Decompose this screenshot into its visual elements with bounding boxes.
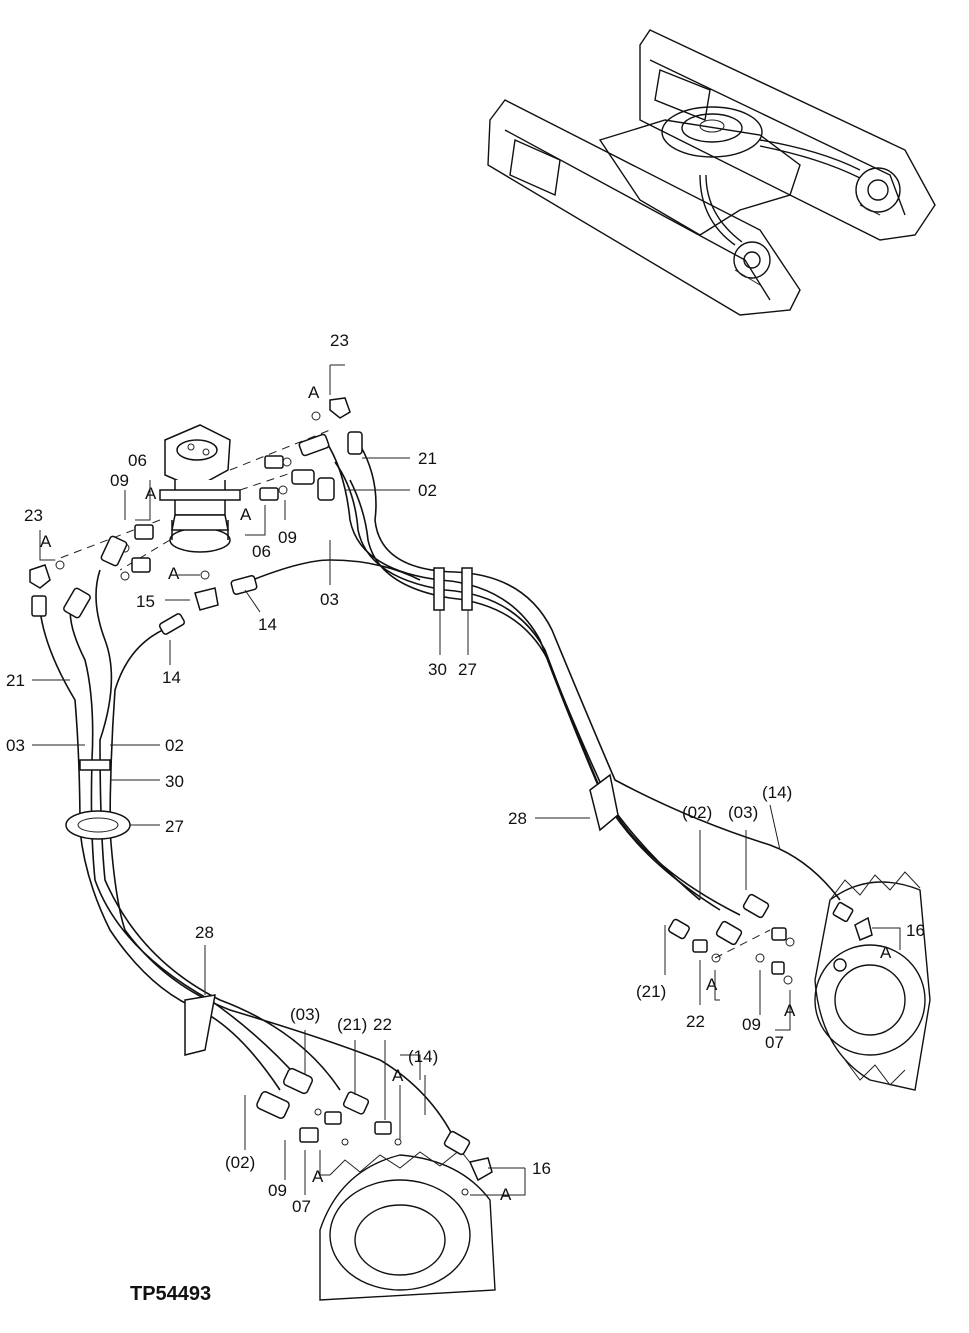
callout-a-l16: A (500, 1185, 512, 1204)
callout-27-left: 27 (165, 817, 184, 836)
grommet-27-left (65, 810, 131, 840)
drawing-reference: TP54493 (130, 1283, 211, 1305)
callout-23-top: 23 (330, 331, 349, 350)
callout-07-right: 07 (765, 1033, 784, 1052)
center-swivel-joint (159, 424, 241, 553)
callout-l03: (03) (290, 1005, 320, 1024)
callout-a-15: A (168, 564, 180, 583)
callout-03-left: 03 (6, 736, 25, 755)
callout-02-top: 02 (418, 481, 437, 500)
clamp-27-top (461, 567, 473, 611)
left-travel-motor (256, 1067, 496, 1301)
callout-a-swivel-left: A (145, 484, 157, 503)
callout-r03: (03) (728, 803, 758, 822)
callout-21-top: 21 (418, 449, 437, 468)
callout-09-right: 09 (742, 1015, 761, 1034)
callout-02-left: 02 (165, 736, 184, 755)
callout-28-right: 28 (508, 809, 527, 828)
right-travel-motor (668, 871, 931, 1091)
callout-14-b: 14 (162, 668, 181, 687)
callout-14-a: 14 (258, 615, 277, 634)
callout-l22: 22 (373, 1015, 392, 1034)
callout-15: 15 (136, 592, 155, 611)
callout-27-top: 27 (458, 660, 477, 679)
callout-30-top: 30 (428, 660, 447, 679)
callout-a-top: A (308, 383, 320, 402)
callout-06-b: 06 (252, 542, 271, 561)
callout-r21: (21) (636, 982, 666, 1001)
callout-03-top: 03 (320, 590, 339, 609)
swivel-fittings (29, 397, 363, 635)
callout-16-right: 16 (906, 921, 925, 940)
callout-09-a: 09 (110, 471, 129, 490)
callout-a-right-16: A (880, 943, 892, 962)
callout-a-right-07: A (784, 1001, 796, 1020)
callout-30-left: 30 (165, 772, 184, 791)
callout-l14: (14) (408, 1047, 438, 1066)
clamp-30-left (79, 759, 111, 771)
callout-28-left: 28 (195, 923, 214, 942)
callout-06-a: 06 (128, 451, 147, 470)
callout-23-left: 23 (24, 506, 43, 525)
callout-a-l07: A (312, 1167, 324, 1186)
callout-09-b: 09 (278, 528, 297, 547)
callout-16-left: 16 (532, 1159, 551, 1178)
callout-r02: (02) (682, 803, 712, 822)
callout-a-left: A (40, 532, 52, 551)
undercarriage-overview (487, 29, 936, 316)
callout-r14: (14) (762, 783, 792, 802)
grommet-28-left (184, 994, 216, 1056)
callout-leaders (32, 364, 901, 1196)
hose-bundle (39, 439, 841, 1141)
callout-l02: (02) (225, 1153, 255, 1172)
clamp-30-top (433, 567, 445, 611)
callout-l07: 07 (292, 1197, 311, 1216)
callout-a-swivel-right: A (240, 505, 252, 524)
callout-a-l22: A (392, 1066, 404, 1085)
callout-labels: 23 A 21 02 03 A 06 09 06 09 A 23 A A 15 … (6, 331, 925, 1216)
callout-l21: (21) (337, 1015, 367, 1034)
callout-22-right: 22 (686, 1012, 705, 1031)
callout-21-left: 21 (6, 671, 25, 690)
callout-a-right-22: A (706, 975, 718, 994)
grommet-28-right (589, 773, 619, 832)
callout-l09: 09 (268, 1181, 287, 1200)
